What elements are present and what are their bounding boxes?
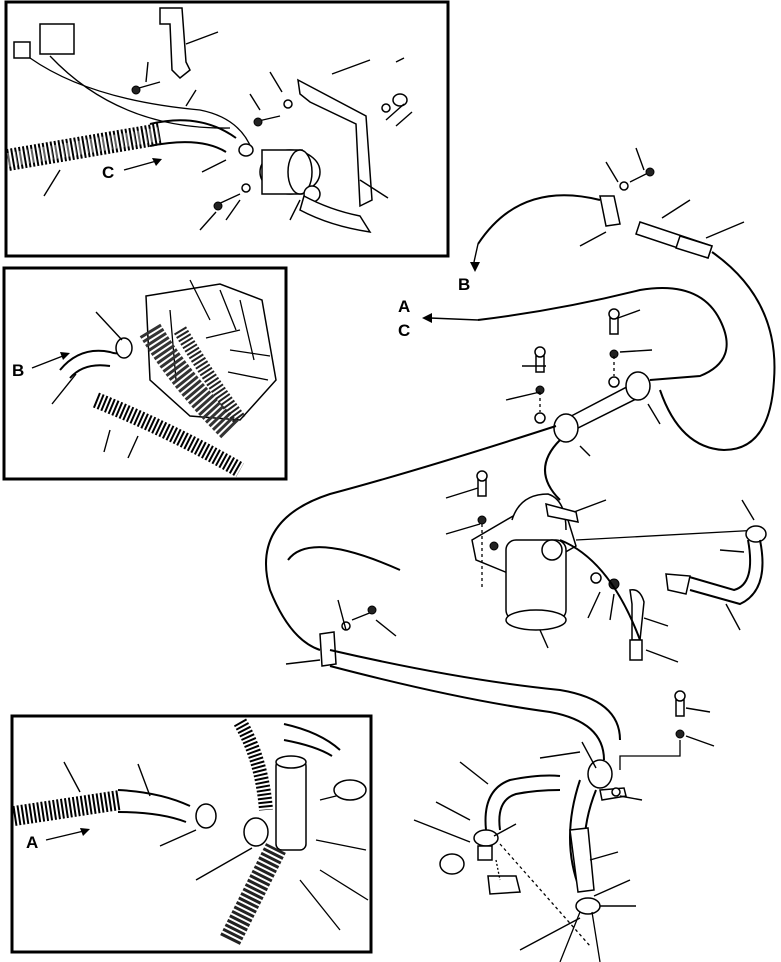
grommet-left xyxy=(553,413,579,443)
grommet-right xyxy=(625,371,651,401)
clamp-bottom xyxy=(473,829,499,847)
fuel-cut-solenoid xyxy=(259,149,372,233)
corrugated-hose-c xyxy=(6,123,162,171)
relay-block xyxy=(39,23,75,55)
inset-view-c-detail: C xyxy=(4,0,450,258)
view-label-c-inset: C xyxy=(102,163,114,182)
filter-canister-photo xyxy=(275,759,307,851)
view-label-b-inset: B xyxy=(12,361,24,380)
fuel-hose-outer-loop xyxy=(659,251,776,452)
fuel-hose-s-curve xyxy=(265,425,557,651)
bolt-set-center xyxy=(534,308,620,395)
bolt-set-inset-c xyxy=(131,81,408,211)
inline-fuel-pipe xyxy=(629,639,643,661)
grommet-bottom xyxy=(587,759,613,789)
view-label-a-inset: A xyxy=(26,833,38,852)
fuel-hose-top-loop xyxy=(477,194,601,245)
leader-lines-main xyxy=(285,147,755,951)
view-label-c-main: C xyxy=(398,321,410,340)
fuel-filter xyxy=(471,493,579,631)
clamp-bottom-right xyxy=(575,897,601,915)
main-assembly: B A C xyxy=(265,147,776,962)
clamp-lower-left xyxy=(319,631,337,667)
clamp-top xyxy=(599,195,621,227)
hose-sleeve-bottom xyxy=(569,827,595,893)
view-label-a-main: A xyxy=(398,297,410,316)
upper-bracket xyxy=(159,7,191,80)
corrugated-hose-b xyxy=(92,392,244,477)
fuel-hose-lower xyxy=(329,649,621,741)
leader-lines-inset-c xyxy=(43,31,413,231)
clamp-right xyxy=(745,525,767,543)
bolt-bottom-right xyxy=(675,699,685,717)
view-label-b-main: B xyxy=(458,275,470,294)
mounting-plate xyxy=(297,78,373,208)
inset-view-b-photo: B xyxy=(2,266,288,481)
corrugated-hose-a xyxy=(12,790,122,826)
inset-view-a-photo: A xyxy=(10,714,373,954)
